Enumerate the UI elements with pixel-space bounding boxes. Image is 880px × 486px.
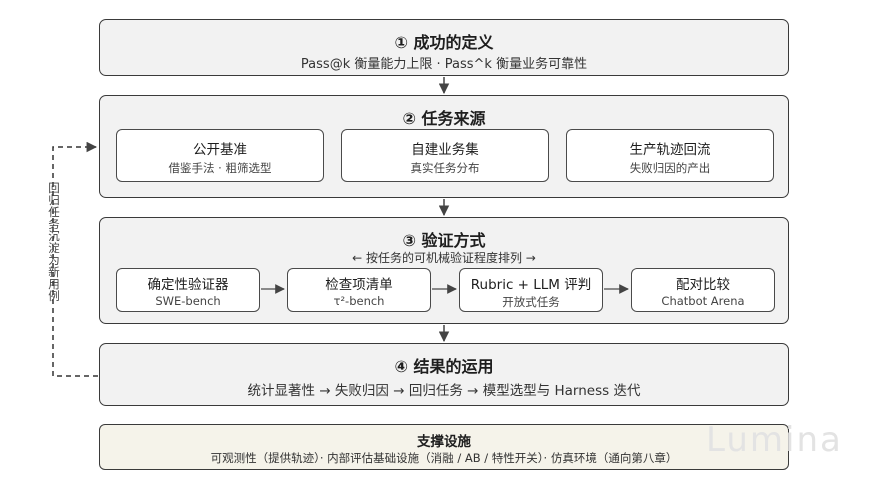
support-title: 支撑设施 [417,434,471,450]
card-title: 生产轨迹回流 [629,142,711,158]
card-subtitle: Chatbot Arena [661,294,745,308]
section-title: ③ 验证方式 [402,231,486,250]
support-infrastructure: 支撑设施 可观测性（提供轨迹）· 内部评估基础设施（消融 / AB / 特性开关… [99,424,789,470]
card-title: 自建业务集 [411,142,479,158]
section-title: ④ 结果的运用 [394,357,494,376]
card-production-trace-feedback: 生产轨迹回流 失败归因的产出 [566,129,774,182]
card-checklist: 检查项清单 τ²-bench [287,268,431,312]
section-success-definition: ① 成功的定义 Pass@k 衡量能力上限 · Pass^k 衡量业务可靠性 [99,19,789,76]
card-subtitle: SWE-bench [155,294,221,308]
section-subtitle: ← 按任务的可机械验证程度排列 → [352,251,536,265]
support-subtitle: 可观测性（提供轨迹）· 内部评估基础设施（消融 / AB / 特性开关）· 仿真… [210,451,678,465]
card-subtitle: 借鉴手法 · 粗筛选型 [168,161,272,175]
card-title: 检查项清单 [325,277,393,293]
card-subtitle: 开放式任务 [502,295,560,309]
card-title: 确定性验证器 [147,277,229,293]
card-deterministic-verifier: 确定性验证器 SWE-bench [116,268,260,312]
watermark-logo: Lumina [706,420,843,460]
card-subtitle: 失败归因的产出 [629,161,711,175]
section-title: ① 成功的定义 [394,33,494,52]
section-task-source: ② 任务来源 公开基准 借鉴手法 · 粗筛选型 自建业务集 真实任务分布 生产轨… [99,95,789,198]
card-subtitle: 真实任务分布 [410,161,480,175]
card-subtitle: τ²-bench [333,294,385,308]
feedback-loop-arrow [52,141,98,377]
card-rubric-llm-judge: Rubric + LLM 评判 开放式任务 [459,268,603,312]
section-result-usage: ④ 结果的运用 统计显著性 → 失败归因 → 回归任务 → 模型选型与 Harn… [99,343,789,406]
feedback-loop-label: 回归任务沉淀为新用例 [48,181,60,303]
section-title: ② 任务来源 [402,109,486,128]
section-subtitle: 统计显著性 → 失败归因 → 回归任务 → 模型选型与 Harness 迭代 [247,383,641,399]
section-subtitle: Pass@k 衡量能力上限 · Pass^k 衡量业务可靠性 [300,57,588,72]
card-custom-task-set: 自建业务集 真实任务分布 [341,129,549,182]
card-title: 公开基准 [193,142,247,158]
card-pairwise-comparison: 配对比较 Chatbot Arena [631,268,775,312]
card-title: 配对比较 [676,277,730,293]
section-verification-method: ③ 验证方式 ← 按任务的可机械验证程度排列 → 确定性验证器 SWE-benc… [99,217,789,324]
card-title: Rubric + LLM 评判 [470,277,592,293]
card-public-benchmark: 公开基准 借鉴手法 · 粗筛选型 [116,129,324,182]
